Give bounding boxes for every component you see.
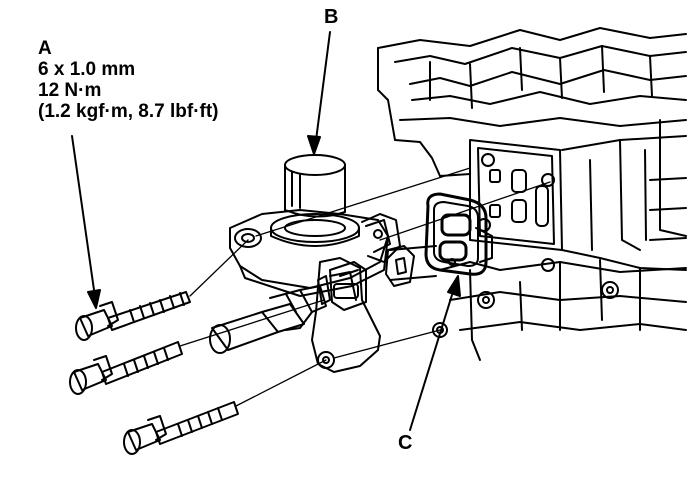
torque-nm-text: 12 N·m (38, 80, 102, 101)
leader-c (409, 275, 461, 431)
callout-c-letter: C (398, 432, 413, 454)
callout-a-spec: A 6 x 1.0 mm 12 N·m (1.2 kgf·m, 8.7 lbf·… (38, 38, 219, 122)
flange-bolt-3 (123, 401, 239, 455)
callout-b-letter: B (324, 6, 339, 28)
flange-bolt-2 (69, 341, 183, 395)
solenoid-valve-b (209, 154, 415, 373)
gasket-c (424, 192, 493, 276)
alignment-lines (179, 167, 551, 407)
engine-case (377, 27, 687, 361)
leader-b (307, 31, 331, 155)
torque-alt-units-text: (1.2 kgf·m, 8.7 lbf·ft) (38, 101, 219, 122)
bolt-size-text: 6 x 1.0 mm (38, 59, 136, 80)
callout-a-letter: A (38, 38, 52, 59)
flange-bolt-1 (75, 291, 191, 341)
leader-a (71, 135, 101, 309)
